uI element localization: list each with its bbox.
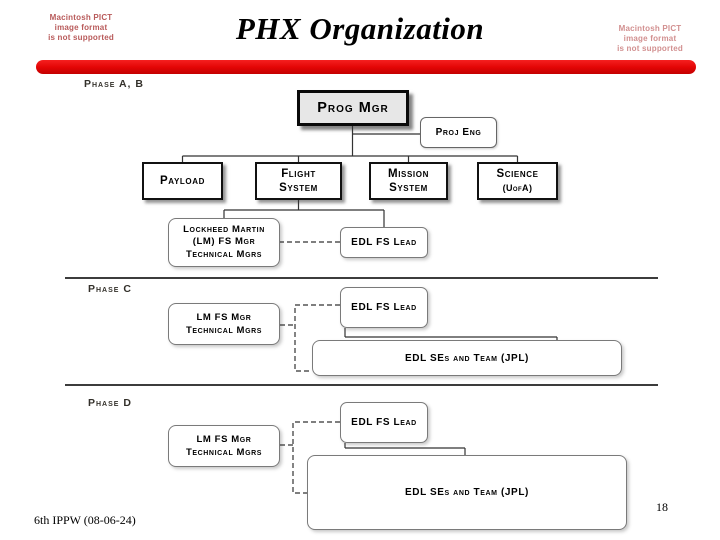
phase-ab-label: Phase A, B [84, 78, 144, 90]
science-line: (UofA) [502, 183, 533, 193]
lm-fs-mgr-box-phase-d: LM FS Mgr Technical Mgrs [168, 425, 280, 467]
prog-mgr-box: Prog Mgr [297, 90, 409, 126]
pict-line: is not supported [48, 33, 114, 42]
footer-credit: 6th IPPW (08-06-24) [34, 513, 136, 527]
flight-system-line: System [279, 182, 318, 194]
lockheed-martin-fs-mgr-box: Lockheed Martin (LM) FS Mgr Technical Mg… [168, 218, 280, 267]
payload-label: Payload [160, 175, 205, 187]
lm-line: LM FS Mgr [196, 434, 252, 445]
phase-c-label: Phase C [88, 283, 132, 295]
lm-line: LM FS Mgr [196, 312, 252, 323]
edl-ses-team-box-phase-c: EDL SEs and Team (JPL) [312, 340, 622, 376]
pict-placeholder-left: Macintosh PICT image format is not suppo… [28, 13, 134, 43]
flight-system-line: Flight [281, 168, 316, 180]
solid-connector-lines [181, 126, 558, 456]
mission-system-box: Mission System [369, 162, 448, 200]
edl-ses-team-label: EDL SEs and Team (JPL) [405, 352, 529, 364]
proj-eng-box: Proj Eng [420, 117, 497, 148]
section-divider [65, 384, 658, 386]
lm-line: Technical Mgrs [185, 447, 263, 458]
pict-line: is not supported [617, 44, 683, 53]
title-accent-bar [36, 60, 696, 74]
section-divider [65, 277, 658, 279]
edl-ses-team-box-phase-d: EDL SEs and Team (JPL) [307, 455, 627, 530]
pict-line: image format [54, 23, 108, 32]
slide-title: PHX Organization [235, 11, 485, 46]
edl-fs-lead-label: EDL FS Lead [351, 302, 417, 313]
edl-fs-lead-box-phase-d: EDL FS Lead [340, 402, 428, 443]
proj-eng-label: Proj Eng [435, 127, 482, 138]
edl-fs-lead-label: EDL FS Lead [351, 417, 417, 428]
flight-system-box: Flight System [255, 162, 342, 200]
payload-box: Payload [142, 162, 223, 200]
edl-ses-team-label: EDL SEs and Team (JPL) [405, 487, 529, 498]
lm-line: Lockheed Martin [183, 223, 265, 235]
lm-line: Technical Mgrs [185, 325, 263, 336]
lm-line: (LM) FS Mgr [192, 236, 256, 248]
page-number: 18 [656, 500, 668, 514]
edl-fs-lead-label: EDL FS Lead [351, 237, 417, 248]
lm-fs-mgr-box-phase-c: LM FS Mgr Technical Mgrs [168, 303, 280, 345]
edl-fs-lead-box-phase-ab: EDL FS Lead [340, 227, 428, 258]
lm-line: Technical Mgrs [185, 248, 263, 260]
prog-mgr-label: Prog Mgr [317, 100, 389, 116]
pict-line: Macintosh PICT [618, 24, 682, 33]
mission-system-line: Mission [388, 168, 429, 180]
mission-system-line: System [389, 182, 428, 194]
pict-line: Macintosh PICT [49, 13, 113, 22]
pict-line: image format [623, 34, 677, 43]
edl-fs-lead-box-phase-c: EDL FS Lead [340, 287, 428, 328]
phase-d-label: Phase D [88, 397, 132, 409]
science-box: Science (UofA) [477, 162, 558, 200]
pict-placeholder-right: Macintosh PICT image format is not suppo… [597, 24, 703, 54]
science-line: Science [496, 168, 539, 180]
